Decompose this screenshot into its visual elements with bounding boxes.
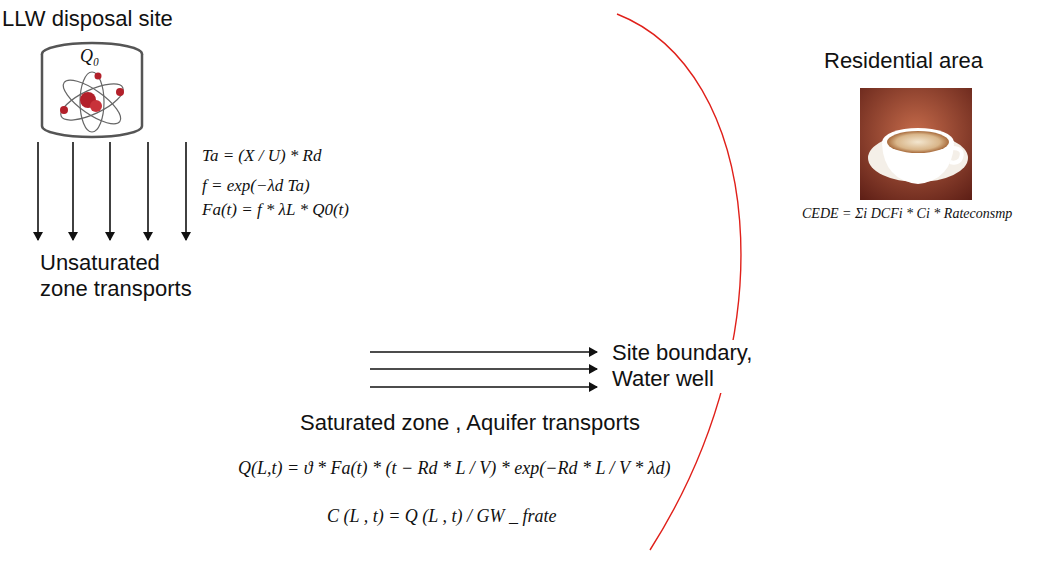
concentration-formula: C (L , t) = Q (L , t) / GW _ frate xyxy=(325,506,559,528)
release-flux-formula: Fa(t) = f * λL * Q0(t) xyxy=(200,200,351,220)
zone-label: Saturated zone , Aquifer transports xyxy=(300,410,640,436)
coffee-photo xyxy=(860,88,972,200)
node-heading: LLW disposal site xyxy=(2,6,173,32)
travel-time-formula: Ta = (X / U) * Rd xyxy=(200,146,323,166)
zone-label: Unsaturated zone transports xyxy=(40,250,205,303)
residential-area: Residential area xyxy=(818,48,1023,203)
aquifer-flux-formula: Q(L,t) = ϑ * Fa(t) * (t − Rd * L / V) * … xyxy=(236,458,673,480)
node-heading: Residential area xyxy=(824,48,983,74)
disposal-site: LLW disposal siteQ₀ xyxy=(2,6,242,146)
inventory-symbol: Q₀ xyxy=(78,46,101,68)
dose-formula: CEDE = Σi DCFi * Ci * Rateconsmp xyxy=(800,206,1014,223)
boundary-label: Site boundary, Water well xyxy=(612,340,777,393)
decay-fraction-formula: f = exp(−λd Ta) xyxy=(200,176,312,196)
